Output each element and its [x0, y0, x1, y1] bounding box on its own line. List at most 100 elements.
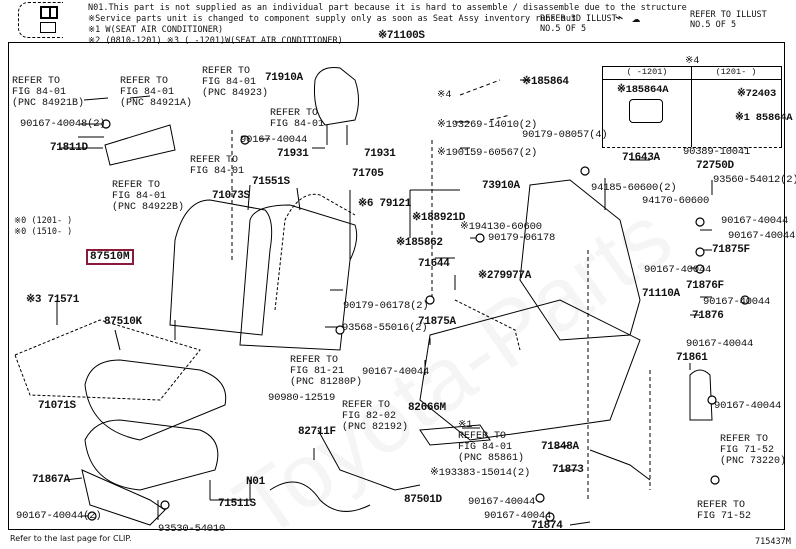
part-71876f[interactable]: 71876F	[686, 280, 724, 292]
part-194130-60600[interactable]: ※194130-60600	[460, 221, 542, 233]
part-73910a[interactable]: 73910A	[482, 180, 520, 192]
part-93530-54010[interactable]: 93530-54010	[158, 523, 226, 535]
part-90167-40044-a[interactable]: 90167-40044	[240, 134, 308, 146]
part-90167-40044-f[interactable]: 90167-40044	[686, 338, 754, 350]
part-93383-15014[interactable]: ※193383-15014(2)	[430, 467, 531, 479]
part-87510k[interactable]: 87510K	[104, 316, 142, 328]
part-71874[interactable]: 71874	[531, 520, 563, 532]
part-79121[interactable]: ※6 79121	[358, 198, 412, 210]
part-label[interactable]: ※1 85864A	[735, 112, 793, 124]
part-82711f[interactable]: 82711F	[298, 426, 336, 438]
part-71875f[interactable]: 71875F	[712, 244, 750, 256]
part-93560-54012[interactable]: 93560-54012(2)	[713, 174, 796, 186]
clip-note-link[interactable]: Refer to the last page for CLIP.	[10, 534, 132, 543]
part-71705[interactable]: 71705	[352, 168, 384, 180]
part-90167-40044-d[interactable]: 90167-40044	[644, 264, 712, 276]
part-90167-40044-h[interactable]: 90167-40044	[362, 366, 430, 378]
part-90167-40044-e[interactable]: 90167-40044	[703, 296, 771, 308]
part-71873[interactable]: 71873	[552, 464, 584, 476]
bolt-shape	[740, 295, 750, 305]
part-71848a[interactable]: 71848A	[541, 441, 579, 453]
part-71931-b[interactable]: 71931	[364, 148, 396, 160]
part-90167-40044-g[interactable]: 90167-40044	[714, 400, 782, 412]
part-90167-40044-i[interactable]: 90167-40044	[468, 496, 536, 508]
part-71110a[interactable]: 71110A	[642, 288, 680, 300]
part-72750d[interactable]: 72750D	[696, 160, 734, 172]
part-71931-a[interactable]: 71931	[277, 148, 309, 160]
bolt-shape	[580, 166, 590, 176]
figure-id: 715437M	[755, 537, 791, 547]
part-185864[interactable]: ※185864	[522, 76, 569, 88]
header-note-3: ※1 W(SEAT AIR CONDITIONER)	[88, 25, 224, 35]
part-188921d[interactable]: ※188921D	[412, 212, 466, 224]
bolt-shape	[695, 264, 705, 274]
part-71867a[interactable]: 71867A	[32, 474, 70, 486]
control-unit-shape	[419, 424, 491, 446]
side-note-1: ※0 (1201- )	[14, 216, 73, 226]
part-87510m-highlighted[interactable]: 87510M	[86, 246, 134, 265]
bracket-icon	[40, 22, 56, 33]
part-90179-08057[interactable]: 90179-08057(4)	[522, 129, 608, 141]
variant-col-header: ( -1201)	[603, 67, 691, 80]
part-94185-60600[interactable]: 94185-60600(2)	[591, 182, 677, 194]
bolt-shape	[475, 233, 485, 243]
part-90980-12519[interactable]: 90980-12519	[268, 392, 336, 404]
part-71811d[interactable]: 71811D	[50, 142, 88, 154]
part-90389-10041[interactable]: 90389-10041	[683, 146, 751, 158]
part-90167-40044-b[interactable]: 90167-40044	[721, 215, 789, 227]
part-90167-40044-j[interactable]: 90167-40044	[484, 510, 552, 522]
part-x4[interactable]: ※4	[437, 90, 452, 101]
part-90167-40044-2[interactable]: 90167-40044(2)	[16, 510, 102, 522]
part-71643a[interactable]: 71643A	[622, 152, 660, 164]
bolt-shape	[695, 217, 705, 227]
part-71861[interactable]: 71861	[676, 352, 708, 364]
part-71511s[interactable]: 71511S	[218, 498, 256, 510]
part-185862[interactable]: ※185862	[396, 237, 443, 249]
watermark: Toyota-Parts	[218, 186, 689, 549]
part-279977a[interactable]: ※279977A	[478, 270, 532, 282]
part-71644[interactable]: 71644	[418, 258, 450, 270]
part-90179-06178-b[interactable]: 90179-06178(2)	[343, 300, 429, 312]
part-71071s[interactable]: 71071S	[38, 400, 76, 412]
header-note-1: N01.This part is not supplied as an indi…	[88, 3, 687, 13]
part-71551s[interactable]: 71551S	[252, 176, 290, 188]
bolt-shape	[545, 512, 555, 522]
part-93568-55016[interactable]: 93568-55016(2)	[342, 322, 428, 334]
part-label[interactable]: ※185864A	[617, 84, 669, 96]
part-94170-60600[interactable]: 94170-60600	[642, 195, 710, 207]
part-illustration	[629, 99, 663, 123]
part-90167-40048[interactable]: 90167-40048(2)	[20, 118, 106, 130]
seat-thumbnail-icon[interactable]: ⌁ ☁	[615, 11, 641, 27]
part-71876[interactable]: 71876	[692, 310, 724, 322]
part-82666m[interactable]: 82666M	[408, 402, 446, 414]
seat-pad-shape	[84, 419, 219, 491]
part-71875a[interactable]: 71875A	[418, 316, 456, 328]
part-71910a[interactable]: 71910A	[265, 72, 303, 84]
part-90179-06178-a[interactable]: 90179-06178	[488, 232, 556, 244]
part-90159-60567[interactable]: ※190159-60567(2)	[437, 147, 538, 159]
part-label[interactable]: ※72403	[737, 88, 777, 100]
part-71571[interactable]: ※3 71571	[26, 294, 80, 306]
wire-harness-shape	[269, 481, 371, 512]
bolt-shape	[101, 119, 111, 129]
part-90167-40044-c[interactable]: 90167-40044	[728, 230, 796, 242]
part-71073s[interactable]: 71073S	[212, 190, 250, 202]
part-87501d[interactable]: 87501D	[404, 494, 442, 506]
headrest-shape	[314, 67, 359, 126]
variant-table: ( -1201) ※185864A (1201- ) ※72403 ※1 858…	[602, 66, 793, 148]
part-n01[interactable]: N01	[246, 476, 265, 488]
part-93269-14010[interactable]: ※193269-14010(2)	[437, 119, 538, 131]
